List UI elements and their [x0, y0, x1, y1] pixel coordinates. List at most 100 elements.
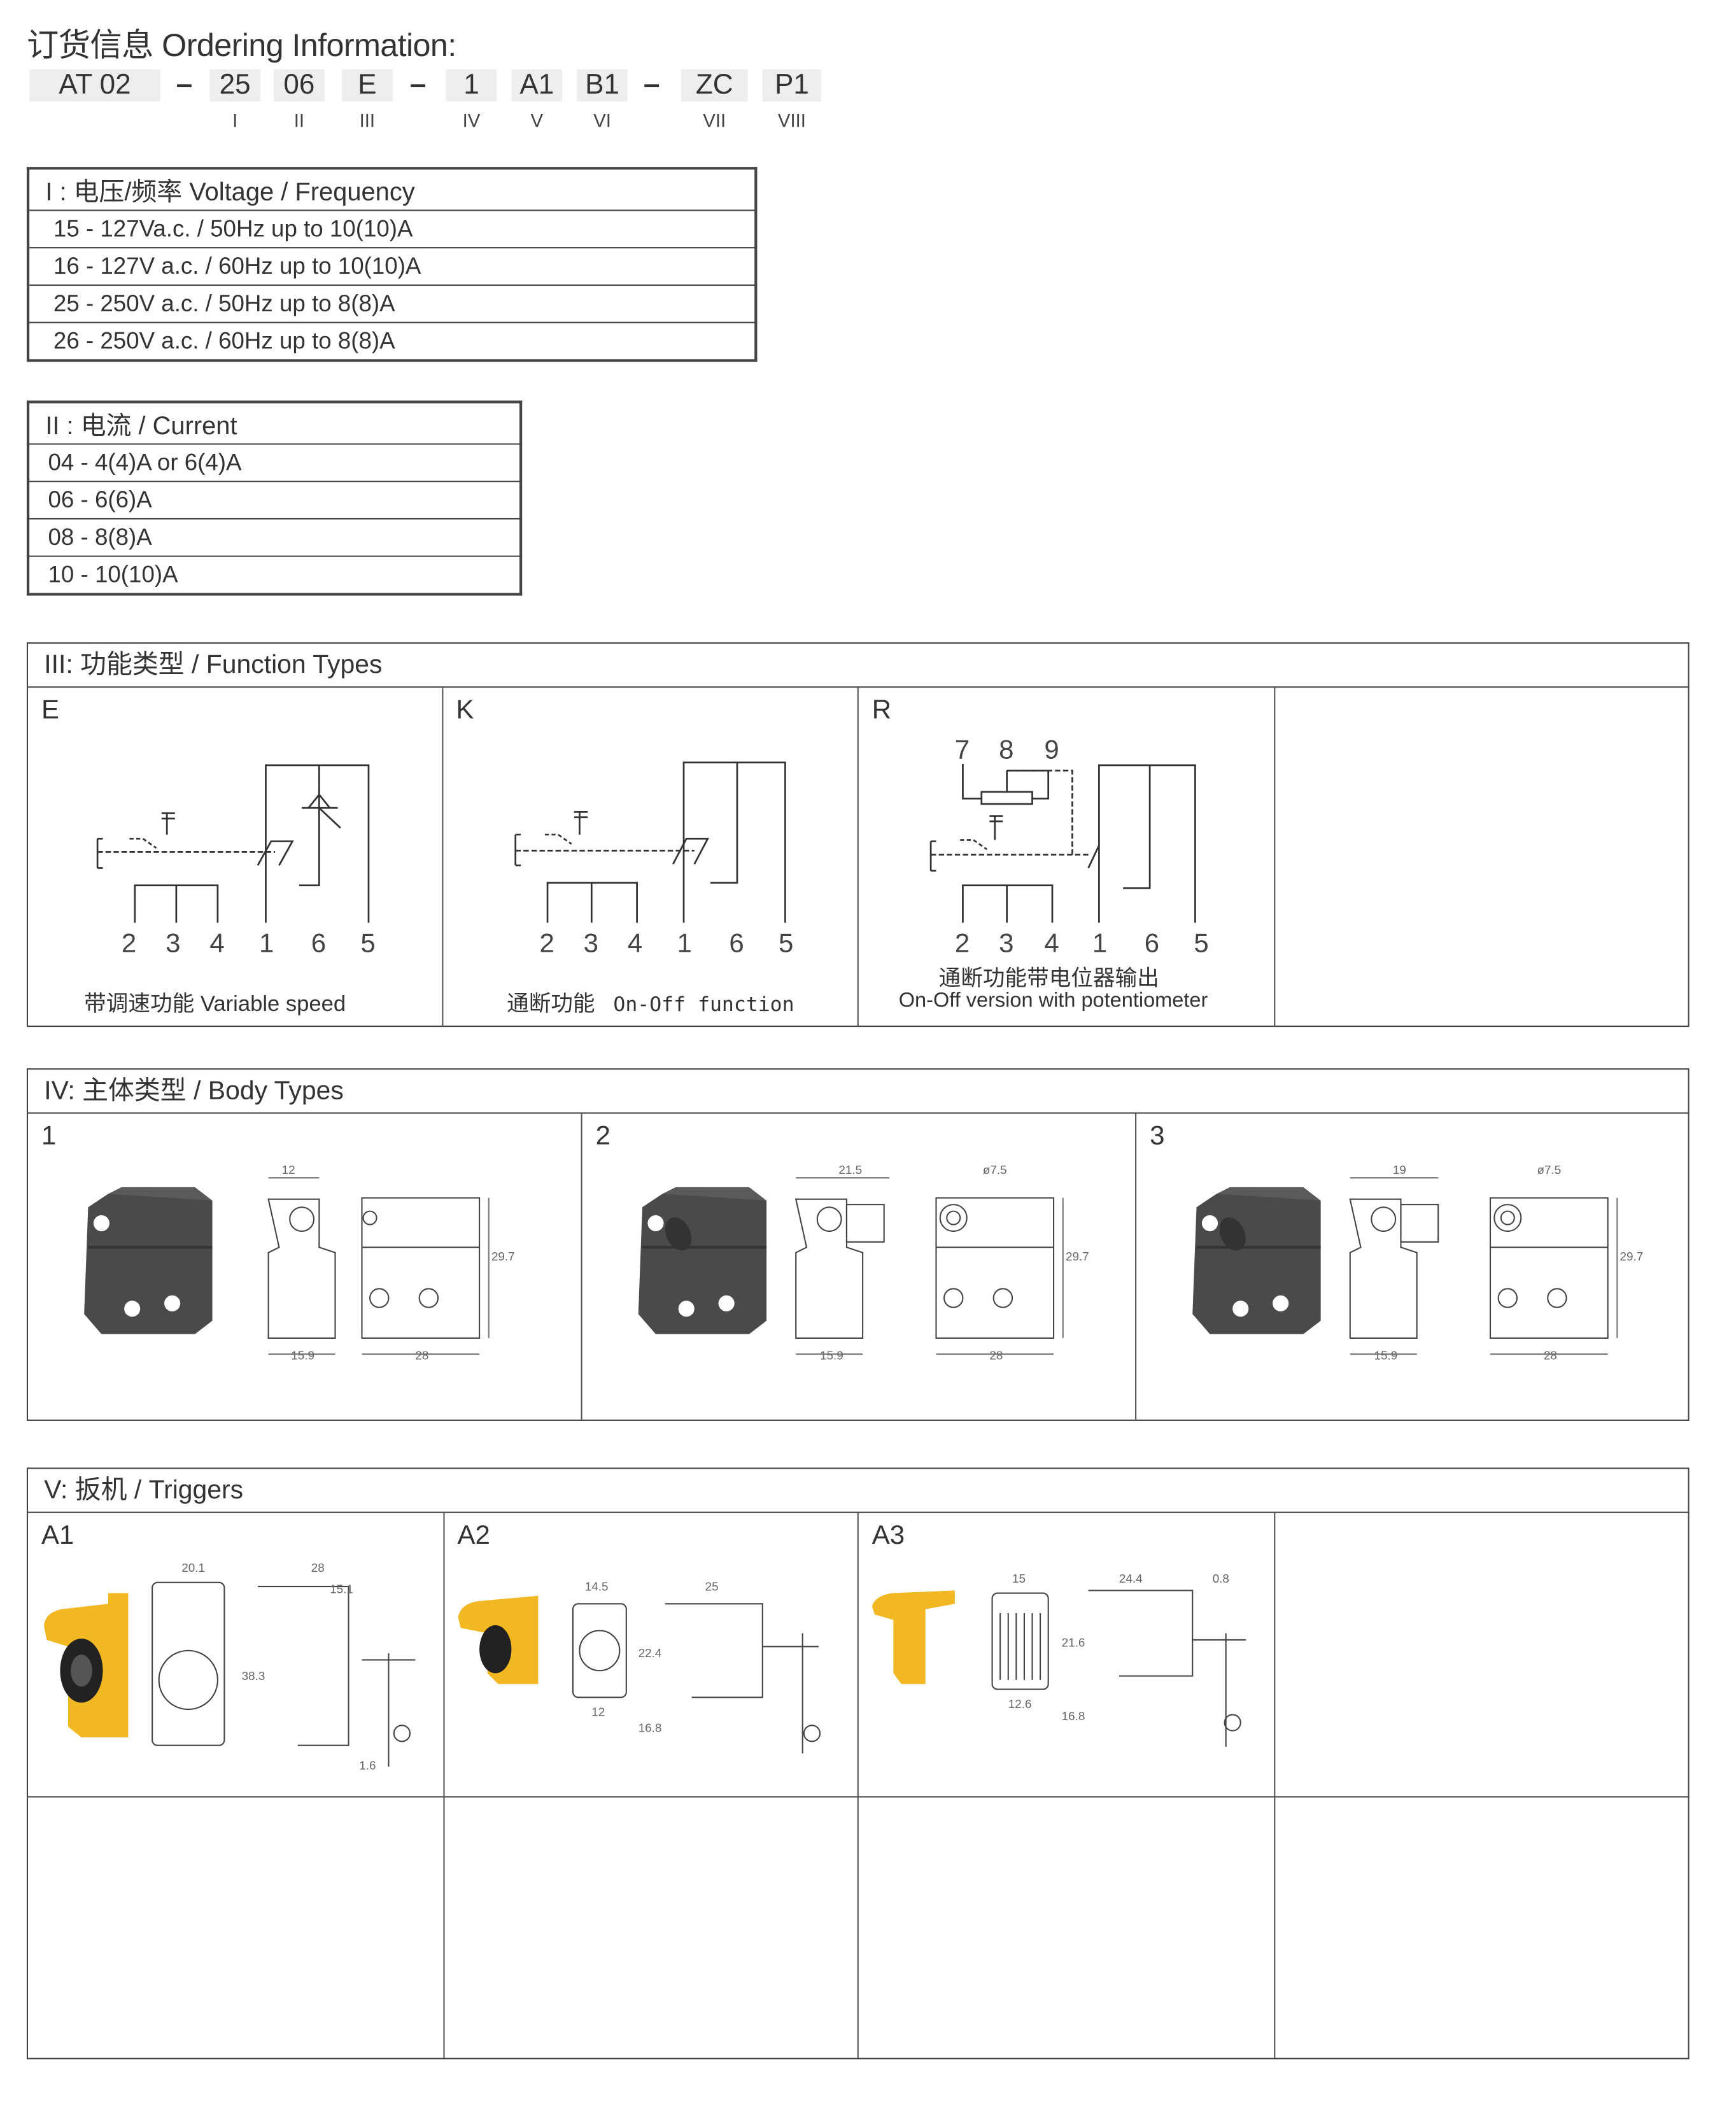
current-table: II : 电流 / Current 04 - 4(4)A or 6(4)A 06…	[26, 400, 523, 596]
trigger-line-drawings	[152, 1581, 416, 1767]
terminal-label: 2	[955, 928, 970, 958]
voltage-table-title: I : 电压/频率 Voltage / Frequency	[28, 167, 756, 211]
terminal-label: 2	[539, 928, 553, 958]
table-row: 06 - 6(6)A	[28, 481, 521, 519]
body-code: 2	[595, 1122, 610, 1152]
dimension-label: 38.3	[242, 1669, 265, 1683]
function-caption-cn: 通断功能带电位器输出	[938, 966, 1159, 991]
terminal-label: 4	[1044, 928, 1059, 958]
trigger-line-drawings	[571, 1603, 820, 1754]
dimension-label: 12	[591, 1705, 604, 1719]
roman-label: VIII	[777, 109, 806, 131]
dimension-label: 14.5	[584, 1579, 608, 1593]
function-caption: 带调速功能 Variable speed	[84, 992, 346, 1017]
dimension-label: 20.1	[181, 1561, 205, 1574]
roman-label: VII	[703, 109, 726, 131]
empty-cell	[444, 1797, 859, 2058]
body-side-view	[794, 1177, 890, 1355]
dimension-label: 25	[705, 1579, 718, 1593]
dimension-label: 19	[1393, 1163, 1406, 1176]
table-row: 16 - 127V a.c. / 60Hz up to 10(10)A	[28, 247, 756, 285]
terminal-label: 5	[360, 928, 375, 958]
terminal-label: 6	[311, 928, 326, 958]
empty-cell	[1274, 1798, 1688, 2058]
roman-label: VI	[593, 109, 611, 131]
dimension-label: 24.4	[1119, 1572, 1143, 1585]
pot-terminal-label: 9	[1044, 734, 1059, 764]
trigger-photo	[44, 1593, 129, 1738]
trigger-line-drawings	[991, 1590, 1246, 1747]
empty-cell	[28, 1797, 444, 2058]
terminal-label: 3	[166, 928, 180, 958]
trigger-code: A3	[872, 1521, 905, 1551]
dimension-label: 12	[282, 1163, 295, 1176]
dimension-label: 22.4	[638, 1646, 661, 1660]
code-part-vii: ZC	[681, 69, 748, 102]
pot-terminal-label: 8	[999, 734, 1013, 764]
code-part-series: AT 02	[29, 69, 160, 102]
terminal-label: 4	[209, 928, 224, 958]
body-types-section: IV: 主体类型 / Body Types 1	[26, 1068, 1690, 1421]
code-part-viii: P1	[762, 69, 822, 102]
dimension-label: 0.8	[1213, 1572, 1229, 1585]
code-part-current: 06	[274, 69, 325, 102]
function-caption-en: On-Off function	[613, 992, 794, 1017]
terminal-label: 4	[627, 928, 642, 958]
function-type-empty	[1274, 688, 1688, 1026]
body-type-1: 1 1	[28, 1113, 582, 1420]
body-code: 1	[41, 1122, 57, 1152]
body-side-view	[267, 1177, 336, 1355]
dimension-label: 15.9	[820, 1348, 843, 1362]
terminal-label: 1	[259, 928, 274, 958]
function-types-section: III: 功能类型 / Function Types E	[26, 642, 1690, 1027]
function-type-k: K 2 3 4 1	[442, 688, 859, 1026]
dimension-label: 28	[311, 1561, 325, 1574]
function-caption-en: On-Off version with potentiometer	[898, 989, 1208, 1013]
body-side-view	[1349, 1177, 1439, 1355]
table-row: 25 - 250V a.c. / 50Hz up to 8(8)A	[28, 284, 756, 323]
terminal-label: 6	[1145, 928, 1159, 958]
function-type-e: E 2 3 4	[28, 688, 443, 1026]
function-caption: 通断功能 On-Off function	[507, 985, 794, 1017]
code-part-vi: B1	[577, 69, 628, 102]
table-row: 26 - 250V a.c. / 60Hz up to 8(8)A	[28, 321, 756, 361]
terminal-label: 6	[728, 928, 743, 958]
triggers-title: V: 扳机 / Triggers	[28, 1469, 1688, 1513]
terminal-label: 2	[122, 928, 136, 958]
code-dash: –	[409, 66, 427, 101]
body-photo	[638, 1187, 767, 1334]
roman-label: IV	[462, 109, 481, 131]
dimension-label: 28	[1544, 1348, 1557, 1362]
body-photo	[84, 1187, 213, 1334]
table-row: 15 - 127Va.c. / 50Hz up to 10(10)A	[28, 209, 756, 248]
dimension-label: 15	[1012, 1572, 1026, 1585]
body-type-3: 3 1	[1136, 1113, 1688, 1419]
dimension-label: 15.9	[1374, 1348, 1398, 1362]
wiring-diagram-on-off: 2 3 4 1 6 5	[514, 761, 793, 958]
trigger-photo	[457, 1595, 538, 1684]
roman-label: III	[359, 109, 376, 131]
dimension-label: 29.7	[491, 1250, 515, 1263]
terminal-label: 3	[583, 928, 598, 958]
wiring-diagram-potentiometer: 7 8 9 2 3 4 1 6 5	[929, 734, 1209, 958]
function-code: R	[872, 695, 892, 726]
trigger-code: A2	[457, 1521, 490, 1551]
page-title: 订货信息 Ordering Information:	[26, 28, 456, 64]
pot-terminal-label: 7	[955, 734, 970, 764]
code-dash: –	[643, 66, 660, 101]
body-photo	[1192, 1187, 1321, 1334]
table-row: 10 - 10(10)A	[28, 555, 521, 595]
dimension-label: ø7.5	[1537, 1163, 1561, 1176]
triggers-empty-row	[28, 1797, 1688, 2058]
table-row: 04 - 4(4)A or 6(4)A	[28, 443, 521, 482]
roman-label: I	[232, 109, 238, 131]
function-caption-cn: 通断功能	[507, 992, 595, 1017]
dimension-label: 29.7	[1620, 1250, 1644, 1263]
function-code: K	[456, 695, 474, 726]
